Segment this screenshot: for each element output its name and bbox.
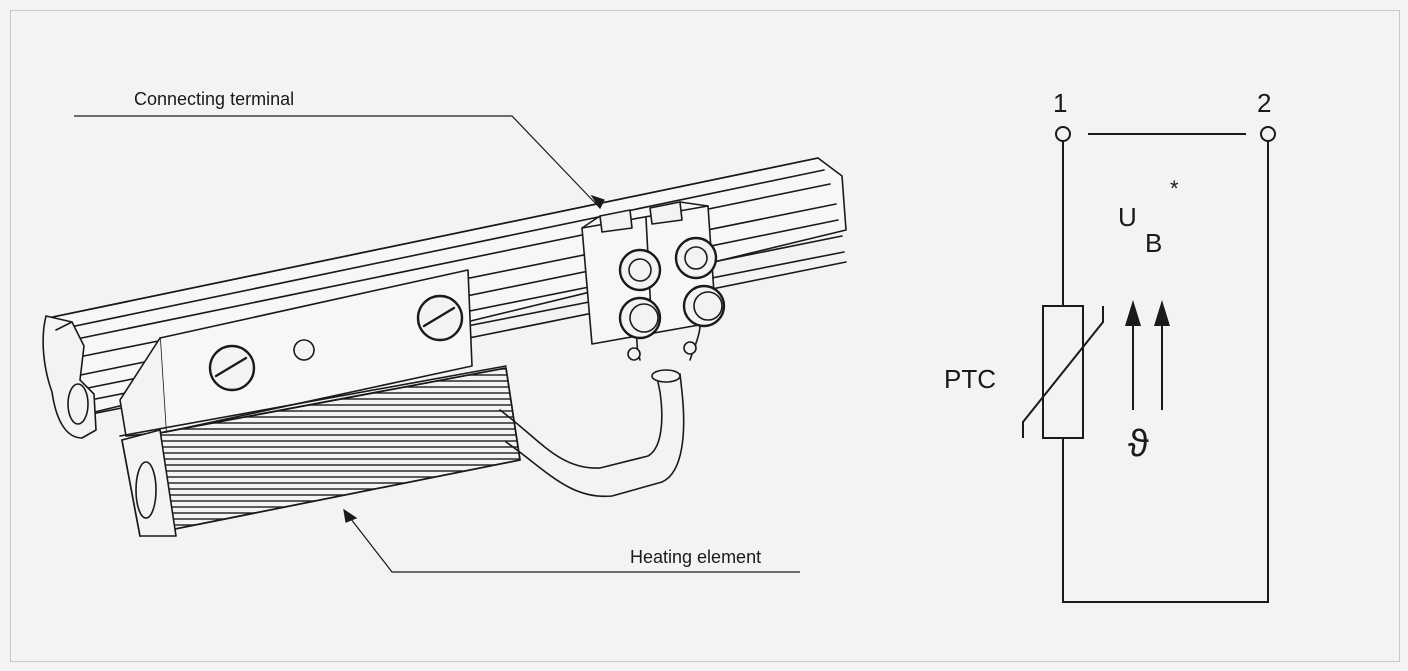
terminal-screw-icon — [618, 248, 662, 292]
terminal-socket-icon — [618, 296, 662, 340]
mounting-bracket — [119, 269, 473, 437]
voltage-subscript: B — [1145, 228, 1162, 258]
terminal-2-label: 2 — [1257, 88, 1271, 118]
voltage-label: U — [1118, 202, 1137, 232]
ptc-label: PTC — [944, 364, 996, 394]
terminal-1-icon — [1055, 126, 1071, 142]
ptc-nonlinear-slash — [1022, 306, 1104, 438]
screw-icon — [416, 294, 464, 342]
connecting-terminal-block — [581, 201, 726, 345]
screw-icon — [208, 344, 256, 392]
heating-element-body — [119, 365, 521, 537]
callout-heating-element: Heating element — [630, 547, 761, 567]
terminal-2-icon — [1260, 126, 1276, 142]
terminal-1-label: 1 — [1053, 88, 1067, 118]
voltage-footnote-mark: * — [1170, 176, 1179, 201]
circuit-schematic — [1022, 126, 1276, 603]
terminal-screw-icon — [674, 236, 718, 280]
heater-illustration — [42, 157, 847, 537]
hole-icon — [293, 339, 315, 361]
callout-leaders — [74, 115, 800, 573]
callout-connecting-terminal: Connecting terminal — [134, 89, 294, 109]
terminal-socket-icon — [682, 284, 726, 328]
circuit-wire — [1062, 141, 1269, 603]
temperature-symbol: ϑ — [1128, 423, 1149, 465]
